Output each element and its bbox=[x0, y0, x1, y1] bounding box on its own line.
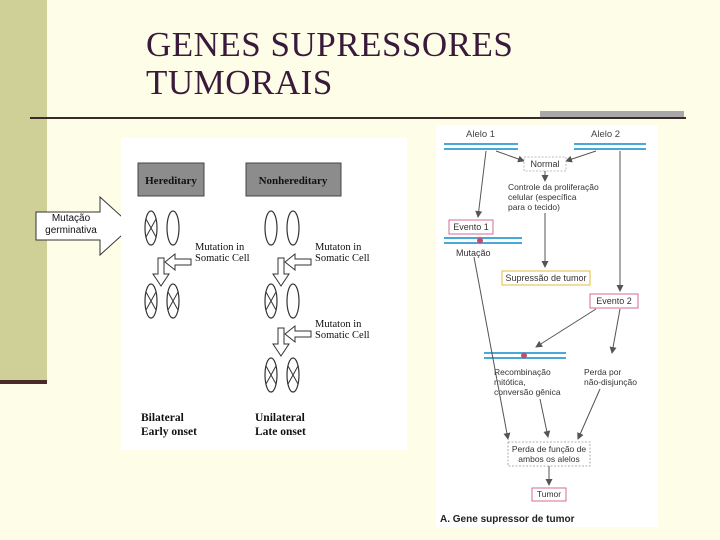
hereditary-header-box bbox=[137, 162, 205, 197]
late-onset-label: Late onset bbox=[255, 426, 306, 438]
mutation-label-2-line2: Somatic Cell bbox=[315, 253, 370, 264]
allele-1-chromosome bbox=[444, 143, 518, 150]
tumor-label: Tumor bbox=[537, 489, 561, 499]
callout-line-1: Mutação bbox=[51, 213, 91, 224]
mutation-arrow-right-1 bbox=[284, 252, 312, 272]
nonhereditary-header-box bbox=[245, 162, 342, 197]
mutation-arrow-right-2 bbox=[284, 324, 312, 344]
nonhereditary-down-arrow-2 bbox=[272, 327, 290, 357]
recombined-chromosome bbox=[484, 352, 566, 359]
function-loss-label-line2: ambos os alelos bbox=[518, 454, 579, 464]
arrow-allele2-to-normal bbox=[565, 150, 597, 163]
arrow-event2-to-nondisjunction bbox=[609, 308, 621, 354]
callout-line-2: germinativa bbox=[45, 225, 97, 236]
allele-2-chromosome bbox=[574, 143, 646, 150]
hereditary-chromosome-pair-top bbox=[144, 210, 180, 246]
left-sidebar-bar bbox=[0, 0, 47, 384]
hereditary-down-arrow bbox=[152, 257, 170, 287]
nonhereditary-down-arrow-1 bbox=[272, 257, 290, 287]
event-1-box bbox=[448, 219, 494, 235]
germline-mutation-callout-label: Mutação germinativa bbox=[38, 213, 104, 237]
slide-title: GENES SUPRESSORES TUMORAIS bbox=[146, 26, 513, 102]
hereditary-header-label: Hereditary bbox=[145, 175, 197, 187]
nonhereditary-chromosome-pair-middle bbox=[264, 283, 300, 319]
tumor-suppression-box bbox=[501, 270, 591, 286]
allele-1-label: Alelo 1 bbox=[466, 129, 495, 140]
title-line-2: TUMORAIS bbox=[146, 63, 333, 102]
arrow-allele1-to-normal bbox=[495, 150, 525, 163]
bilateral-label: Bilateral bbox=[141, 412, 184, 424]
tumor-suppression-label: Supressão de tumor bbox=[505, 273, 586, 283]
germline-mutation-callout-arrow bbox=[35, 196, 133, 256]
mutation-label-3-line1: Mutaton in bbox=[315, 319, 362, 330]
function-loss-label-line1: Perda de função de bbox=[512, 444, 586, 454]
control-label-line1: Controle da proliferação bbox=[508, 182, 599, 192]
mutation-label: Mutação bbox=[456, 248, 491, 258]
tumor-box bbox=[531, 487, 567, 502]
figure-caption: A. Gene supressor de tumor bbox=[440, 514, 575, 525]
recombination-label-line2: mitótica, bbox=[494, 377, 526, 387]
recombination-label-line3: conversão gênica bbox=[494, 387, 561, 397]
nonhereditary-chromosome-pair-top bbox=[264, 210, 300, 246]
control-label-line3: para o tecido) bbox=[508, 202, 560, 212]
unilateral-label: Unilateral bbox=[255, 412, 305, 424]
event-2-box bbox=[589, 293, 639, 309]
nondisjunction-label-line1: Perda por bbox=[584, 367, 621, 377]
title-accent-bar bbox=[540, 111, 684, 118]
allele-2-label: Alelo 2 bbox=[591, 129, 620, 140]
control-label-line2: celular (específica bbox=[508, 192, 577, 202]
title-line-1: GENES SUPRESSORES bbox=[146, 25, 514, 64]
nonhereditary-header-label: Nonhereditary bbox=[259, 175, 328, 187]
nondisjunction-label-line2: não-disjunção bbox=[584, 377, 637, 387]
arrow-recombination-to-function-loss bbox=[539, 398, 551, 438]
arrow-event2-to-recombination bbox=[535, 308, 597, 348]
mutation-label-3-line2: Somatic Cell bbox=[315, 330, 370, 341]
tumor-suppressor-flowchart: Alelo 1 Alelo 2 Normal Controle da proli… bbox=[436, 125, 658, 527]
title-underline bbox=[30, 117, 686, 119]
mutation-arrow-left bbox=[164, 252, 192, 272]
sidebar-bottom-edge bbox=[0, 380, 47, 384]
nonhereditary-chromosome-pair-bottom bbox=[264, 357, 300, 393]
hereditary-chromosome-pair-bottom bbox=[144, 283, 180, 319]
mutated-chromosome bbox=[444, 237, 522, 244]
arrow-allele1-to-event1 bbox=[475, 150, 487, 218]
retinoblastoma-two-hit-figure: Hereditary Nonhereditary Mutation in Som… bbox=[121, 138, 407, 450]
arrow-nondisjunction-to-function-loss bbox=[577, 388, 601, 440]
normal-label: Normal bbox=[530, 159, 559, 169]
recombination-label-line1: Recombinação bbox=[494, 367, 551, 377]
event-1-label: Evento 1 bbox=[453, 222, 489, 232]
event-2-label: Evento 2 bbox=[596, 296, 632, 306]
mutation-label-1-line1: Mutation in bbox=[195, 242, 245, 253]
mutation-label-1-line2: Somatic Cell bbox=[195, 253, 250, 264]
arrow-mutation-to-function-loss bbox=[473, 256, 511, 440]
early-onset-label: Early onset bbox=[141, 426, 197, 438]
mutation-label-2-line1: Mutaton in bbox=[315, 242, 362, 253]
